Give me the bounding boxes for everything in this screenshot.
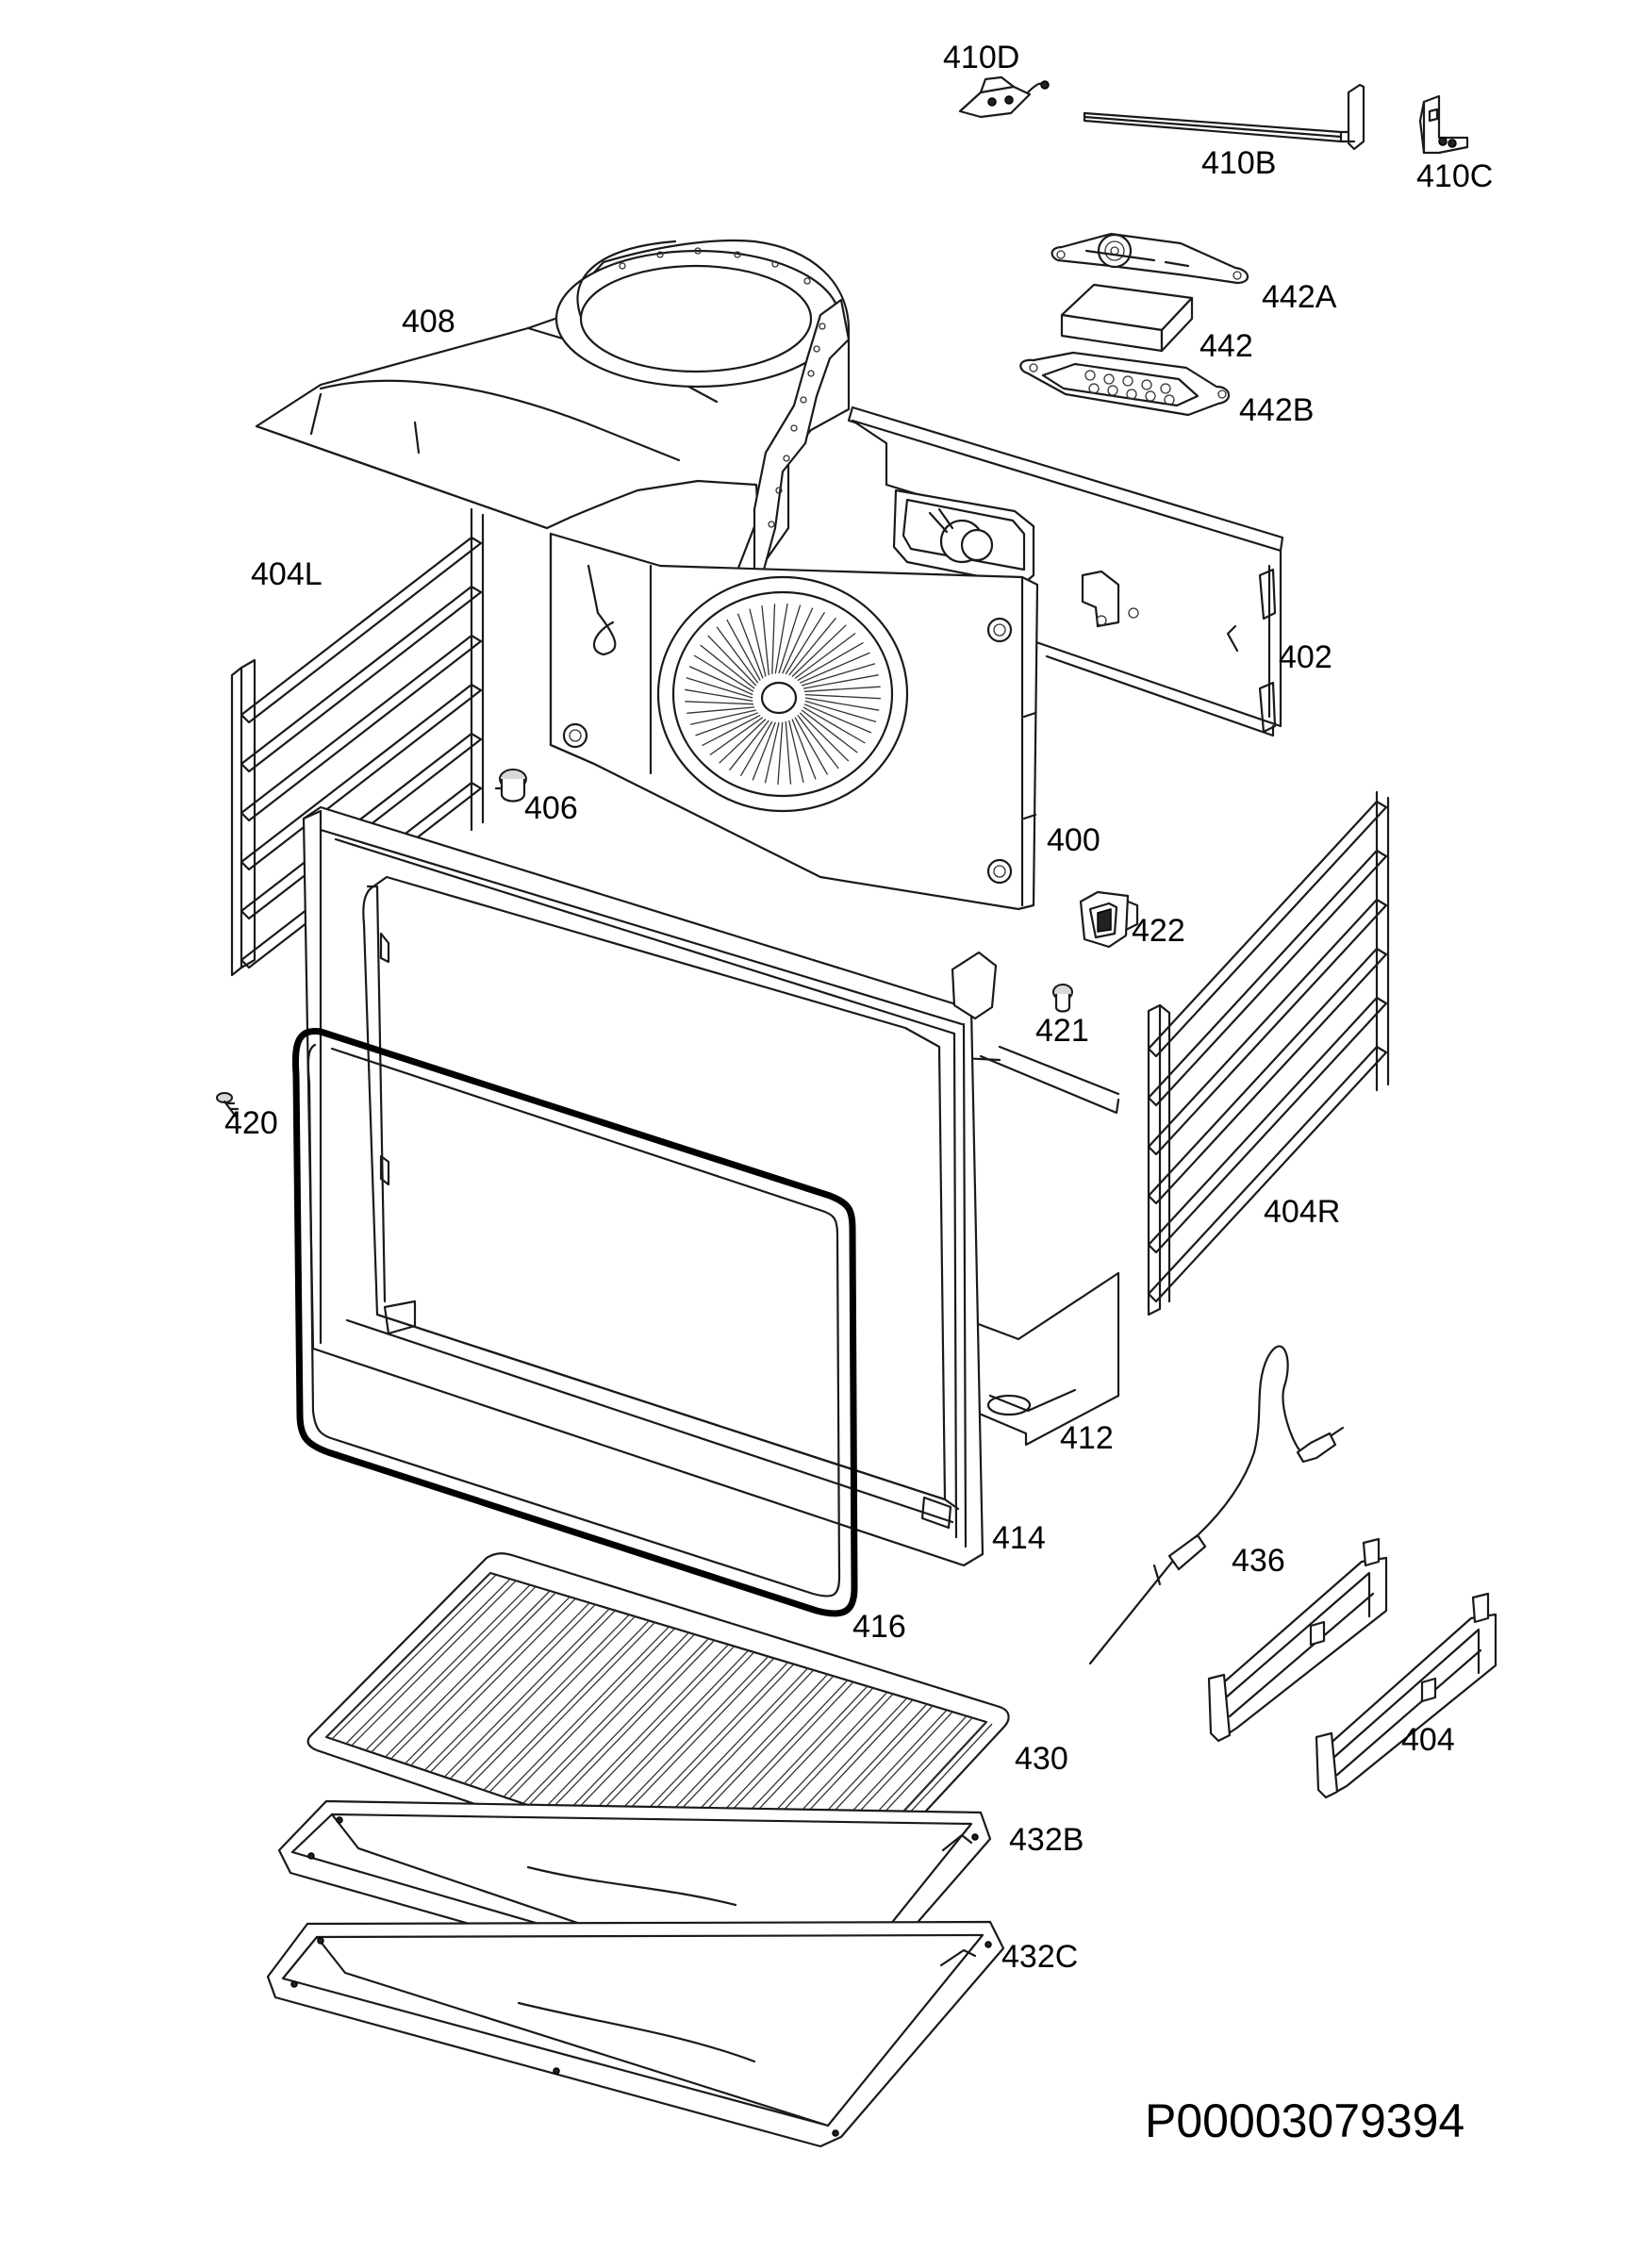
callout-430: 430	[1015, 1741, 1068, 1777]
callout-420: 420	[224, 1105, 278, 1141]
callout-410D: 410D	[943, 40, 1020, 75]
part-414-inner-frame	[302, 805, 998, 1567]
part-408-fan-cover	[255, 239, 851, 577]
part-422-lamp-holder	[1079, 890, 1139, 949]
part-442-block	[1060, 283, 1194, 353]
callout-436: 436	[1232, 1543, 1285, 1579]
part-410B-rod	[1083, 83, 1365, 151]
callout-442B: 442B	[1239, 392, 1315, 428]
part-420-screw	[216, 1092, 240, 1118]
callout-442: 442	[1200, 328, 1253, 364]
callout-421: 421	[1035, 1013, 1089, 1049]
part-442B-tray	[1019, 351, 1231, 417]
part-404L-left-rack	[230, 507, 485, 977]
document-id: P00003079394	[1145, 2094, 1465, 2147]
part-416-door-gasket	[291, 1028, 858, 1617]
part-404R-right-rack	[1147, 790, 1390, 1316]
callout-402: 402	[1279, 639, 1332, 675]
part-442A-connector-plate	[1051, 232, 1249, 285]
callout-408: 408	[402, 304, 455, 339]
callout-404: 404	[1401, 1722, 1455, 1758]
callout-416: 416	[852, 1609, 906, 1645]
callout-400: 400	[1047, 822, 1100, 858]
part-410D-bracket	[958, 75, 1050, 119]
part-421-screw	[1052, 984, 1073, 1013]
callout-410C: 410C	[1416, 158, 1494, 194]
part-404-telescopic-runners	[1207, 1537, 1497, 1799]
part-402-rear-frame	[847, 406, 1284, 737]
part-406-lamp-cap	[494, 769, 527, 803]
callout-432C: 432C	[1001, 1939, 1079, 1975]
part-410C-bracket	[1418, 94, 1469, 155]
callout-422: 422	[1132, 913, 1185, 949]
callout-404L: 404L	[251, 556, 323, 592]
part-436-temperature-probe	[1088, 1345, 1345, 1665]
callout-414: 414	[992, 1520, 1046, 1556]
part-400-rear-panel	[549, 532, 1039, 911]
callout-432B: 432B	[1009, 1822, 1084, 1858]
callout-410B: 410B	[1201, 145, 1277, 181]
part-432C-deep-tray	[266, 1920, 1005, 2148]
callout-412: 412	[1060, 1420, 1114, 1456]
callout-442A: 442A	[1262, 279, 1337, 315]
callout-404R: 404R	[1264, 1194, 1341, 1230]
callout-406: 406	[524, 790, 578, 826]
